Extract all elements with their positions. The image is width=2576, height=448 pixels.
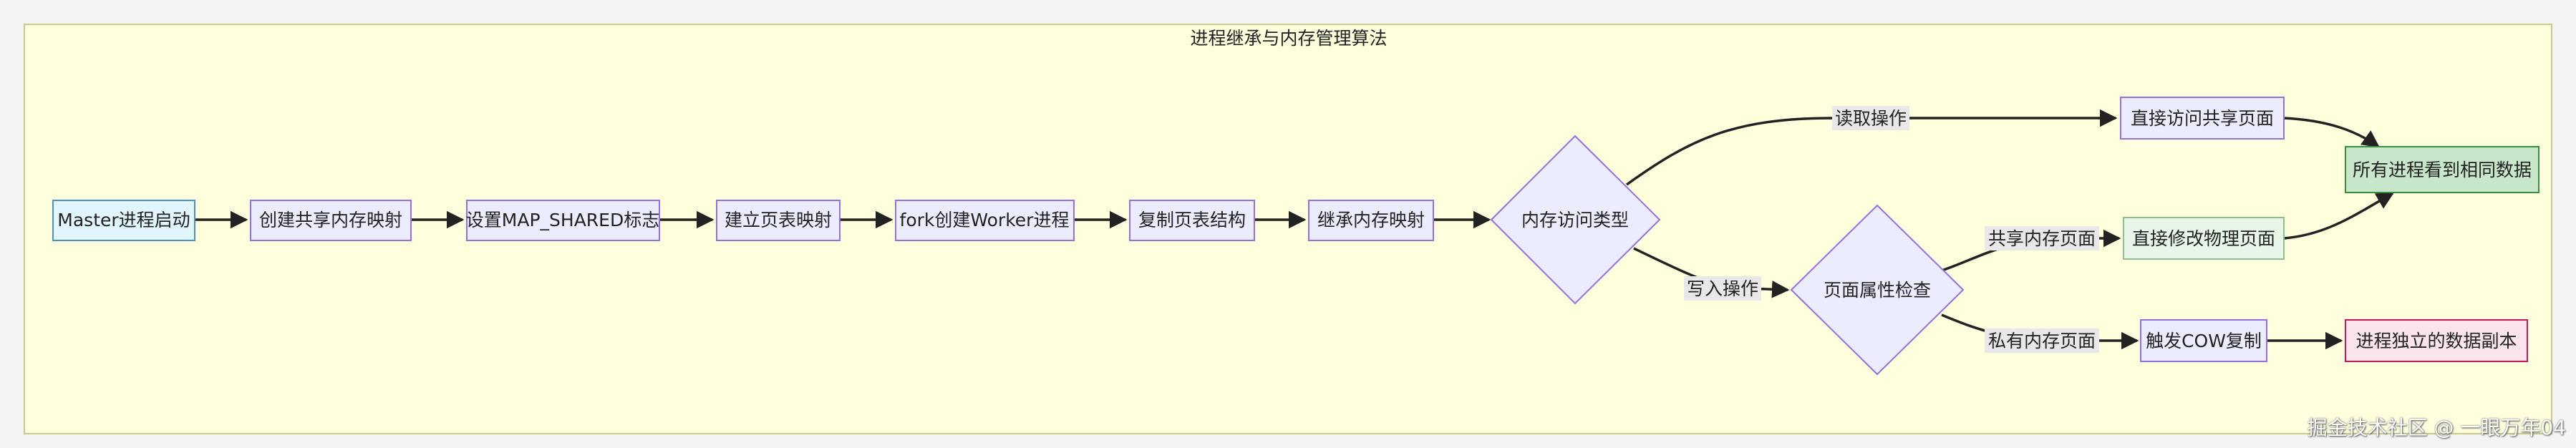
edge-direct-write-to-same-data bbox=[2283, 192, 2395, 240]
edge-read bbox=[1625, 109, 2118, 186]
svg-text:触发COW复制: 触发COW复制 bbox=[2146, 331, 2262, 351]
svg-text:内存访问类型: 内存访问类型 bbox=[1521, 210, 1629, 230]
edge-label-write-op: 写入操作 bbox=[1684, 276, 1761, 301]
svg-text:直接访问共享页面: 直接访问共享页面 bbox=[2131, 108, 2274, 129]
node-build-page-table: 建立页表映射 bbox=[716, 200, 841, 241]
watermark: 掘金技术社区 @ 一眼万年04 bbox=[2307, 416, 2566, 439]
node-inherit-mapping: 继承内存映射 bbox=[1308, 200, 1434, 241]
svg-text:Master进程启动: Master进程启动 bbox=[57, 210, 190, 230]
svg-text:直接修改物理页面: 直接修改物理页面 bbox=[2132, 228, 2275, 249]
svg-text:读取操作: 读取操作 bbox=[1835, 108, 1907, 129]
node-private-data-copy: 进程独立的数据副本 bbox=[2345, 319, 2528, 362]
svg-text:继承内存映射: 继承内存映射 bbox=[1317, 210, 1425, 230]
svg-text:共享内存页面: 共享内存页面 bbox=[1988, 228, 2096, 249]
node-direct-write-physical: 直接修改物理页面 bbox=[2123, 217, 2285, 260]
node-create-shared-memory: 创建共享内存映射 bbox=[250, 200, 412, 241]
svg-text:进程独立的数据副本: 进程独立的数据副本 bbox=[2355, 331, 2517, 351]
edge-label-read-op: 读取操作 bbox=[1832, 106, 1909, 130]
edge-direct-read-to-same-data bbox=[2283, 117, 2380, 148]
svg-text:fork创建Worker进程: fork创建Worker进程 bbox=[900, 210, 1070, 230]
svg-text:建立页表映射: 建立页表映射 bbox=[725, 210, 832, 230]
node-all-see-same-data: 所有进程看到相同数据 bbox=[2345, 146, 2539, 193]
svg-text:所有进程看到相同数据: 所有进程看到相同数据 bbox=[2353, 160, 2532, 180]
node-memory-access-type: 内存访问类型 bbox=[1490, 135, 1661, 305]
edge-label-private-page: 私有内存页面 bbox=[1985, 328, 2099, 353]
node-set-map-shared: 设置MAP_SHARED标志 bbox=[466, 200, 660, 241]
svg-text:写入操作: 写入操作 bbox=[1687, 278, 1758, 299]
edge-label-shared-page: 共享内存页面 bbox=[1985, 226, 2099, 250]
svg-text:私有内存页面: 私有内存页面 bbox=[1988, 331, 2096, 351]
svg-text:设置MAP_SHARED标志: 设置MAP_SHARED标志 bbox=[466, 210, 659, 230]
node-page-attribute-check: 页面属性检查 bbox=[1790, 204, 1965, 376]
node-copy-page-table: 复制页表结构 bbox=[1129, 200, 1255, 241]
nodes: Master进程启动 创建共享内存映射 设置MAP_SHARED标志 建立页表映… bbox=[52, 97, 2539, 376]
node-trigger-cow: 触发COW复制 bbox=[2140, 319, 2267, 362]
diagram-title: 进程继承与内存管理算法 bbox=[1190, 28, 1387, 49]
node-master-start: Master进程启动 bbox=[52, 200, 195, 241]
svg-text:创建共享内存映射: 创建共享内存映射 bbox=[259, 210, 402, 230]
node-direct-read-shared: 直接访问共享页面 bbox=[2120, 97, 2285, 140]
svg-text:页面属性检查: 页面属性检查 bbox=[1824, 280, 1931, 301]
node-fork-worker: fork创建Worker进程 bbox=[895, 200, 1075, 241]
svg-text:复制页表结构: 复制页表结构 bbox=[1138, 210, 1246, 230]
edge-labels: 读取操作 写入操作 共享内存页面 私有内存页面 bbox=[1684, 106, 2099, 353]
